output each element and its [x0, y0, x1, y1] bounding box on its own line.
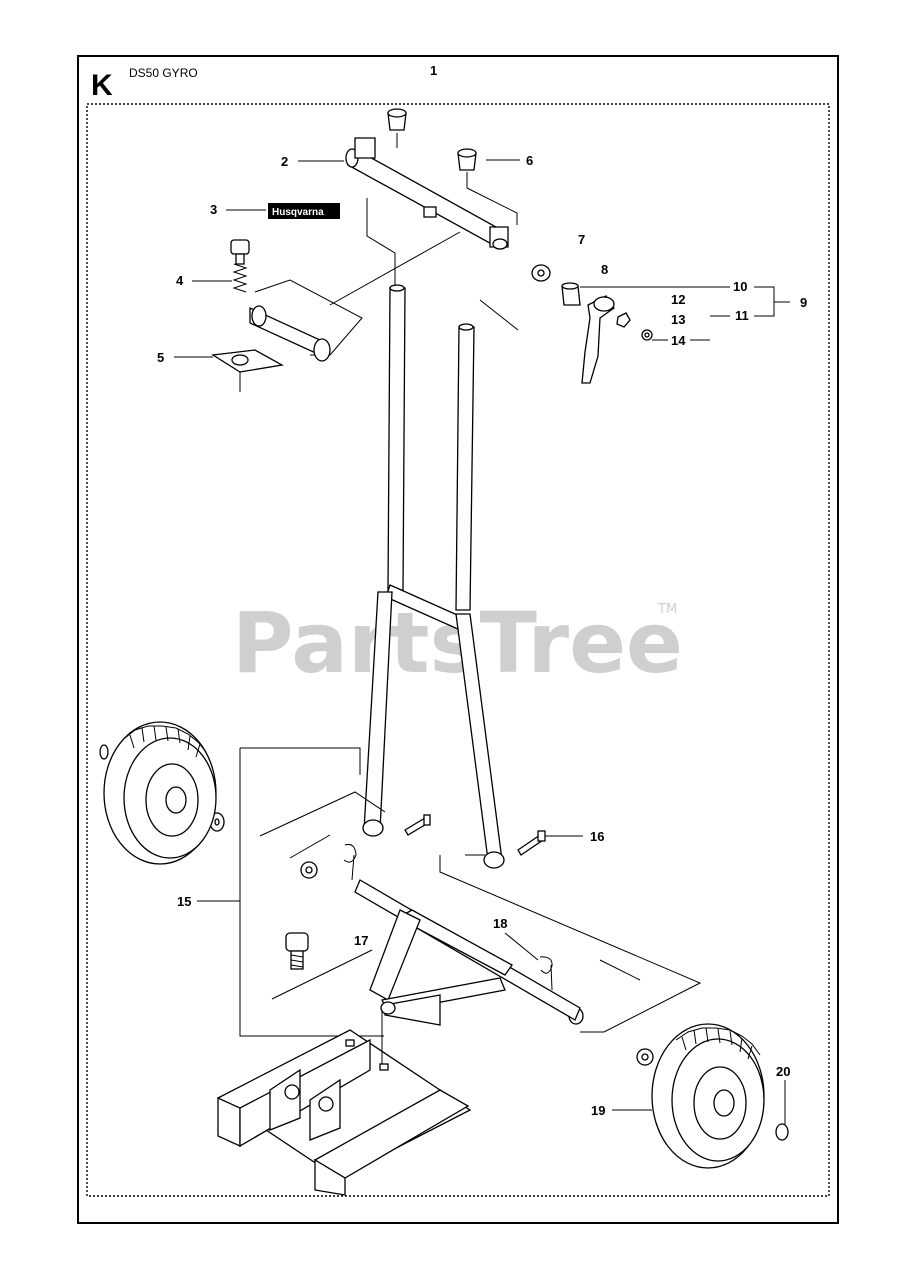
callout-19[interactable]: 19	[591, 1103, 605, 1118]
callout-10[interactable]: 10	[733, 279, 747, 294]
callout-7[interactable]: 7	[578, 232, 585, 247]
husqvarna-logo-text: Husqvarna	[272, 207, 324, 218]
part-5-bracket	[211, 279, 363, 392]
callout-9[interactable]: 9	[800, 295, 807, 310]
part-17-trolley-frame	[354, 879, 581, 1026]
callout-17[interactable]: 17	[354, 933, 368, 948]
callout-4[interactable]: 4	[176, 273, 184, 288]
part-4-spring-bolt	[230, 239, 250, 293]
model-name: DS50 GYRO	[129, 66, 198, 80]
part-8-washer	[531, 264, 551, 282]
leader-lines	[174, 159, 790, 1125]
frame-tubes	[362, 284, 505, 869]
section-letter: K	[91, 69, 113, 102]
callout-8[interactable]: 8	[601, 262, 608, 277]
callout-3[interactable]: 3	[210, 202, 217, 217]
callout-16[interactable]: 16	[590, 829, 604, 844]
left-wheel	[103, 721, 217, 865]
watermark-trademark: TM	[657, 602, 677, 617]
part-10-bushing	[561, 282, 581, 306]
callout-1[interactable]: 1	[430, 63, 437, 78]
washers	[99, 744, 789, 1141]
part-2-cross-tube	[345, 137, 509, 250]
dotted-frame	[86, 103, 830, 1197]
callouts: 2 3 4 5 6 7 8 9 10 11 12 13 14 15 16 17 …	[157, 153, 807, 1118]
part-13-nut	[616, 312, 653, 341]
callout-14[interactable]: 14	[671, 333, 686, 348]
callout-13[interactable]: 13	[671, 312, 685, 327]
base-stand	[216, 1010, 472, 1196]
outer-frame	[77, 55, 839, 1224]
part-top-knob	[387, 108, 407, 148]
part-12-lever	[581, 295, 615, 384]
callout-20[interactable]: 20	[776, 1064, 790, 1079]
part-17-bolt	[285, 932, 309, 970]
right-wheel	[651, 1023, 765, 1169]
callout-18[interactable]: 18	[493, 916, 507, 931]
part-16-bolts	[404, 814, 546, 856]
callout-12[interactable]: 12	[671, 292, 685, 307]
callout-15[interactable]: 15	[177, 894, 191, 909]
callout-6[interactable]: 6	[526, 153, 533, 168]
drawing: Husqvarna	[99, 108, 790, 1196]
callout-11[interactable]: 11	[735, 308, 749, 323]
part-6-knob	[457, 148, 518, 225]
part-18-pins	[343, 844, 553, 991]
callout-2[interactable]: 2	[281, 154, 288, 169]
callout-5[interactable]: 5	[157, 350, 164, 365]
part-3-logo: Husqvarna	[268, 203, 340, 219]
